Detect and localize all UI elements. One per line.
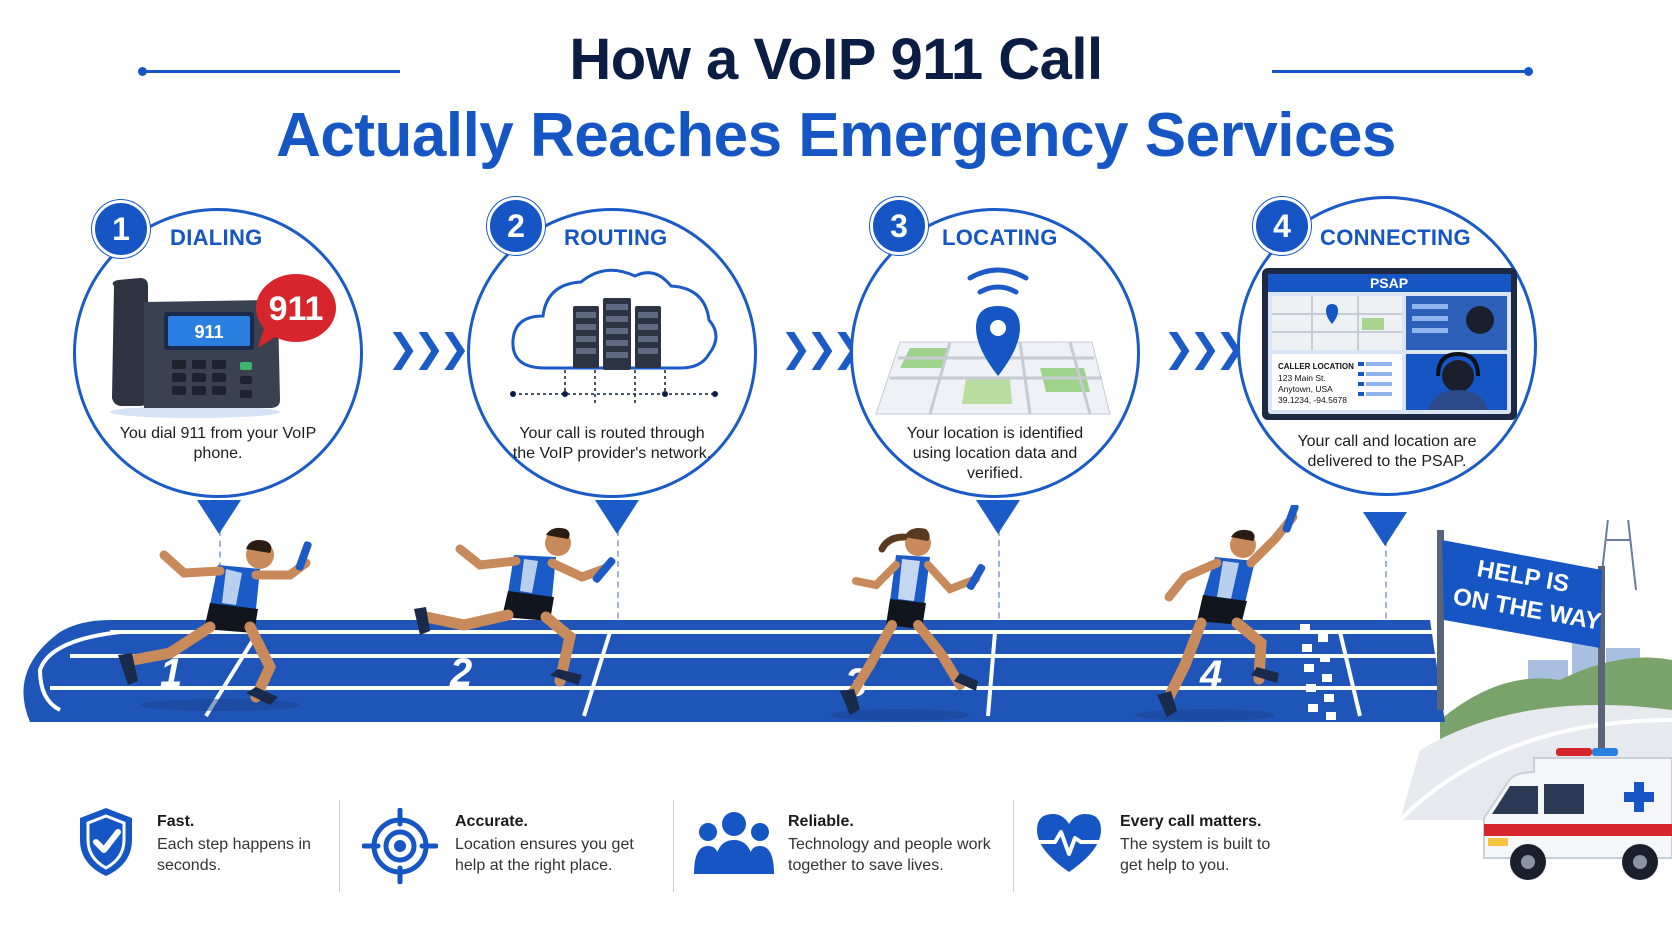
feature-separator-1 <box>339 800 340 892</box>
step-3-label: LOCATING <box>942 225 1058 250</box>
lane-number-2: 2 <box>449 651 472 695</box>
connector-2 <box>617 530 619 670</box>
step-3-number: 3 <box>870 197 928 255</box>
psap-header-text: PSAP <box>1370 275 1408 291</box>
step-1-description: You dial 911 from your VoIP phone. <box>119 425 317 462</box>
step-4-label: CONNECTING <box>1320 225 1471 250</box>
feature-1-description: Each step happens in seconds. <box>157 836 311 874</box>
speech-bubble-text: 911 <box>269 290 324 328</box>
feature-3-title: Reliable. <box>788 813 854 830</box>
feature-2-description: Location ensures you get help at the rig… <box>455 836 634 874</box>
caller-coordinates: 39.1234, -94.5678 <box>1278 395 1347 405</box>
runner-1 <box>118 540 312 711</box>
banner-pole-right <box>1598 566 1605 756</box>
feature-1-title: Fast. <box>157 813 195 830</box>
radio-tower <box>1599 520 1637 591</box>
psap-dispatch-screen: PSAP CALLER LOCATION 123 Main St. Anytow… <box>1262 268 1517 420</box>
chevron-right-icon: ❯❯❯ <box>780 328 863 370</box>
feature-4-description: The system is built to get help to you. <box>1120 836 1271 874</box>
cloud-server-icon <box>510 268 718 404</box>
desk-phone-icon: 911 <box>110 278 280 418</box>
connector-3 <box>998 530 1000 670</box>
help-banner: HELP IS ON THE WAY <box>1442 540 1602 648</box>
runner-4 <box>1135 505 1299 721</box>
target-icon <box>362 808 438 884</box>
connector-1 <box>219 530 221 590</box>
title-deco-dot-right <box>1524 67 1533 76</box>
feature-separator-2 <box>673 800 674 892</box>
caller-location-title: CALLER LOCATION <box>1278 362 1354 371</box>
step-3-description: Your location is identified using locati… <box>906 425 1084 482</box>
step-2-description: Your call is routed through the VoIP pro… <box>512 425 712 462</box>
feature-separator-3 <box>1013 800 1014 892</box>
feature-3-description: Technology and people work together to s… <box>788 836 991 874</box>
chevron-right-icon: ❯❯❯ <box>387 328 470 370</box>
step-2-number: 2 <box>487 197 545 255</box>
ambulance-icon <box>1483 748 1672 880</box>
step-2-label: ROUTING <box>564 225 668 250</box>
banner-pole-left <box>1437 530 1444 710</box>
heart-pulse-icon <box>1035 814 1103 872</box>
people-icon <box>694 812 774 874</box>
step-1-label: DIALING <box>170 225 263 250</box>
caller-address-line2: Anytown, USA <box>1278 384 1333 394</box>
finish-line-checker <box>1300 624 1336 720</box>
title-line-1: How a VoIP 911 Call <box>569 27 1103 92</box>
title-deco-dot-left <box>138 67 147 76</box>
title-deco-line-left <box>142 70 400 73</box>
feature-2-title: Accurate. <box>455 813 528 830</box>
step-2-pointer <box>595 500 639 534</box>
caller-address-line1: 123 Main St. <box>1278 373 1326 383</box>
runner-2 <box>414 527 616 687</box>
phone-screen-text: 911 <box>194 322 223 342</box>
title-deco-line-right <box>1272 70 1528 73</box>
relay-track: 1 2 3 4 <box>23 520 1672 820</box>
step-4-pointer <box>1363 512 1407 546</box>
step-3-pointer <box>976 500 1020 534</box>
title-line-2: Actually Reaches Emergency Services <box>276 101 1396 170</box>
chevron-right-icon: ❯❯❯ <box>1163 328 1246 370</box>
feature-4-title: Every call matters. <box>1120 813 1262 830</box>
shield-check-icon <box>80 808 132 876</box>
map-location-pin-icon <box>875 267 1111 415</box>
runner-3 <box>830 528 986 721</box>
lane-number-1: 1 <box>160 651 182 695</box>
step-1-number: 1 <box>92 200 150 258</box>
step-4-number: 4 <box>1253 197 1311 255</box>
step-1-pointer <box>197 500 241 534</box>
lane-number-4: 4 <box>1199 653 1222 697</box>
speech-bubble-911: 911 <box>256 274 336 348</box>
connector-4 <box>1385 530 1387 670</box>
step-4-description: Your call and location are delivered to … <box>1297 433 1477 470</box>
